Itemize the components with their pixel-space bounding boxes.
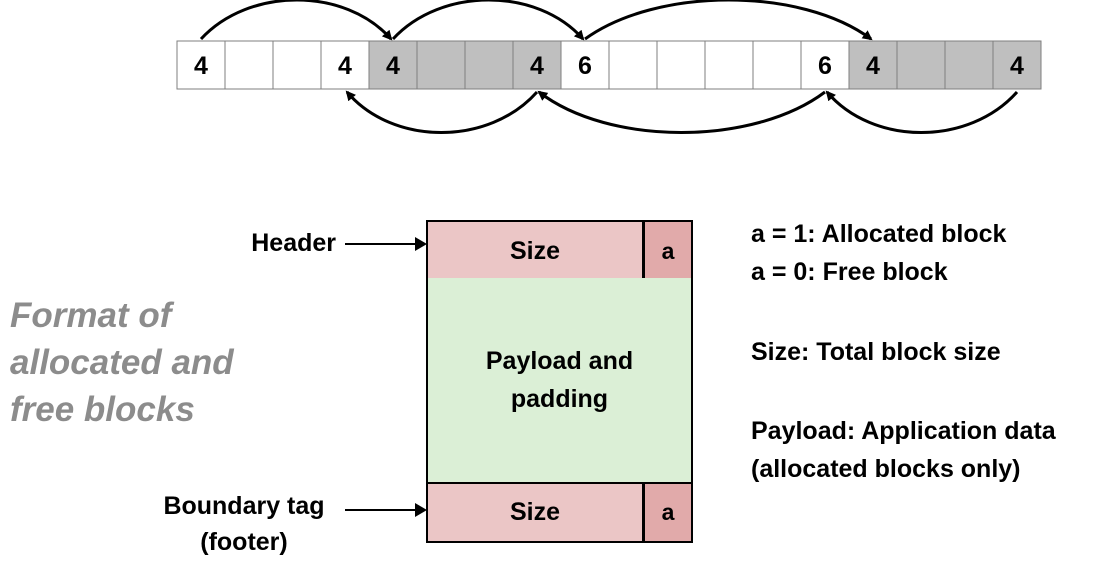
heap-word-cell [224,40,274,90]
block-header: Size a [426,220,693,282]
footer-size-field: Size [428,484,645,541]
heap-word-cell [608,40,658,90]
forward-link-arrow [584,0,873,41]
header-label: Header [226,229,336,258]
heap-word-label: 4 [866,52,880,80]
heap-word-label: 4 [338,52,352,80]
heap-word-label: 4 [194,52,208,80]
header-size-field: Size [428,222,645,280]
side-title: Format of allocated and free blocks [10,292,270,433]
heap-word-cell [656,40,706,90]
heap-word-cell [560,40,610,90]
legend-payload-note: (allocated blocks only) [751,455,1021,483]
heap-word-cell [464,40,514,90]
header-alloc-bit: a [645,222,691,280]
heap-word-label: 6 [818,52,832,80]
legend-free: a = 0: Free block [751,258,948,286]
heap-word-cell [320,40,370,90]
footer-arrow [345,503,427,517]
heap-word-label: 4 [1010,52,1024,80]
heap-word-label: 4 [530,52,544,80]
legend-payload: Payload: Application data [751,417,1056,445]
backward-link-arrow [825,90,1019,134]
side-title-line2: allocated and [10,343,234,382]
forward-link-arrow [391,0,585,41]
footer-label: Boundary tag (footer) [146,488,342,560]
block-format-diagram: Size a Payload and padding Size a [426,220,693,543]
heap-word-cell [848,40,898,90]
heap-word-cell [368,40,418,90]
footer-label-line2: (footer) [200,528,288,556]
backward-link-arrow [537,90,826,134]
heap-word-cell [944,40,994,90]
heap-diagram: 4 4 4 4 6 6 4 4 [176,0,1042,134]
heap-word-cell [416,40,466,90]
block-footer: Size a [426,482,693,543]
header-arrow [345,237,427,251]
payload-line1: Payload and [485,347,634,375]
heap-word-label: 4 [386,52,400,80]
footer-alloc-bit: a [645,484,691,541]
side-title-line1: Format of [10,296,172,335]
heap-word-cell [896,40,946,90]
forward-link-arrow [199,0,393,41]
backward-link-arrow [345,90,539,134]
heap-word-cell [704,40,754,90]
heap-word-cell [272,40,322,90]
footer-label-line1: Boundary tag [163,492,325,520]
side-title-line3: free blocks [10,390,195,429]
heap-word-cell [176,40,226,90]
heap-word-cell [800,40,850,90]
heap-word-label: 6 [578,52,592,80]
legend-size: Size: Total block size [751,338,1001,366]
legend-allocated: a = 1: Allocated block [751,220,1007,248]
header-label-text: Header [251,229,336,257]
payload-line2: padding [510,385,609,413]
heap-word-cell [992,40,1042,90]
block-payload: Payload and padding [426,278,693,482]
heap-word-cell [752,40,802,90]
